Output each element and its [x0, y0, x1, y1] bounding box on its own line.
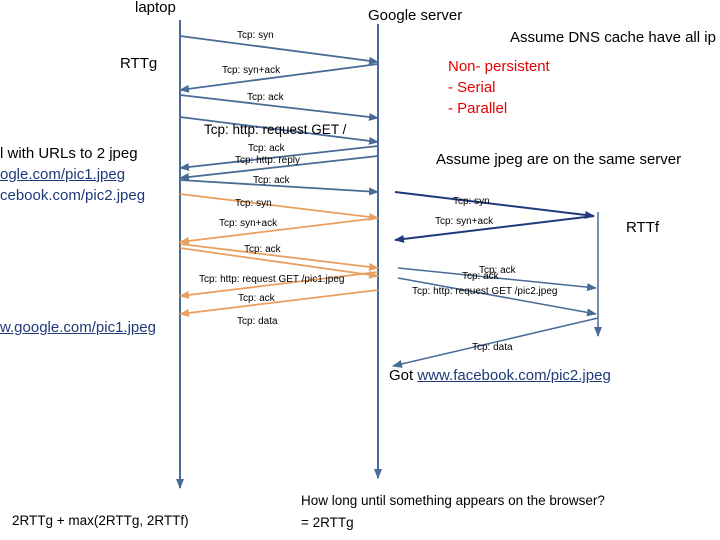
arrow-get-pic1: [179, 247, 379, 279]
msg-get-pic2: Tcp: http: request GET /pic2.jpeg: [412, 286, 558, 297]
arrow-syn-f: [394, 191, 595, 219]
msg-ack-f1: Tcp: ack: [479, 265, 516, 276]
got-pic1-link[interactable]: w.google.com/pic1.jpeg: [0, 319, 156, 336]
rttf-label: RTTf: [626, 219, 660, 236]
arrow-syn: [179, 35, 379, 65]
rttg-label: RTTg: [120, 55, 158, 72]
dns-note: Assume DNS cache have all ip: [510, 29, 716, 46]
formula: 2RTTg + max(2RTTg, 2RTTf): [12, 513, 189, 528]
msg-get-pic1: Tcp: http: request GET /pic1.jpeg: [199, 274, 345, 285]
msg-ack-g: Tcp: ack: [244, 244, 281, 255]
bullet-serial: - Serial: [448, 79, 496, 96]
arrow-ack-g: [179, 243, 379, 271]
msg-syn: Tcp: syn: [237, 30, 274, 41]
msg-synack-f: Tcp: syn+ack: [435, 216, 494, 227]
question-line-2: = 2RTTg: [301, 515, 354, 530]
msg-ack2: Tcp: ack: [248, 143, 285, 154]
arrow-get-pic2: [397, 277, 597, 317]
arrow-ack3: [179, 179, 379, 196]
msg-http-request: Tcp: http: request GET /: [204, 122, 347, 137]
msg-ack-g2: Tcp: ack: [238, 293, 275, 304]
msg-data-g: Tcp: data: [237, 316, 278, 327]
arrow-ack2: [179, 145, 379, 171]
msg-synack-g: Tcp: syn+ack: [219, 218, 278, 229]
got-pic2-prefix: Got: [389, 367, 418, 384]
arrow-ack: [179, 94, 379, 121]
nonpersistent-title: Non- persistent: [448, 58, 550, 75]
msg-synack: Tcp: syn+ack: [222, 65, 281, 76]
arrow-http-reply: [179, 155, 379, 181]
arrow-synack: [179, 63, 379, 93]
arrow-http-request: [179, 116, 379, 145]
bullet-parallel: - Parallel: [448, 100, 508, 117]
question-line-1: How long until something appears on the …: [301, 493, 605, 508]
msg-http-reply: Tcp: http: reply: [235, 155, 301, 166]
msg-syn-g: Tcp: syn: [235, 198, 272, 209]
arrow-ack-f: [397, 267, 597, 292]
got-pic2-link[interactable]: www.facebook.com/pic2.jpeg: [417, 367, 611, 384]
arrow-data-f: [392, 317, 599, 368]
same-server-note: Assume jpeg are on the same server: [436, 151, 682, 168]
msg-syn-f: Tcp: syn: [453, 196, 490, 207]
persistence-options: Non- persistent - Serial - Parallel: [448, 56, 550, 119]
msg-ack: Tcp: ack: [247, 92, 284, 103]
arrow-data-g: [179, 289, 379, 317]
got-pic2-line: Got www.facebook.com/pic2.jpeg: [389, 368, 611, 383]
html-line-1: l with URLs to 2 jpeg: [0, 145, 138, 162]
arrow-syn-g: [179, 193, 379, 221]
msg-data-f: Tcp: data: [472, 342, 513, 353]
server-label: Google server: [368, 7, 463, 24]
arrow-synack-f: [394, 215, 595, 243]
arrow-ack-g2: [179, 271, 379, 299]
laptop-label: laptop: [135, 0, 176, 16]
msg-ack-f2: Tcp: ack: [462, 271, 499, 282]
html-line-3: cebook.com/pic2.jpeg: [0, 187, 146, 204]
msg-ack3: Tcp: ack: [253, 175, 290, 186]
arrow-synack-g: [179, 217, 379, 245]
html-line-2[interactable]: ogle.com/pic1.jpeg: [0, 166, 126, 183]
